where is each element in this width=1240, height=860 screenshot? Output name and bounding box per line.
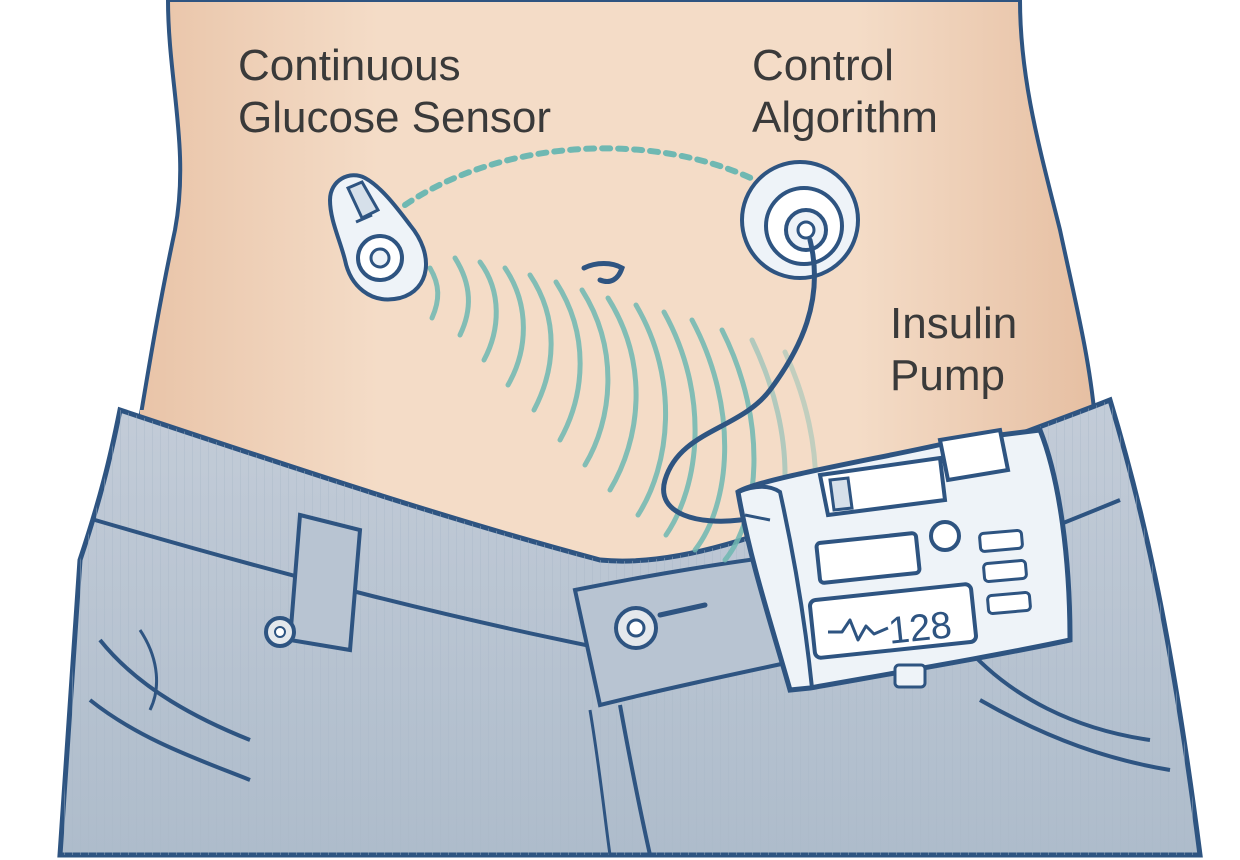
pump-screen xyxy=(808,582,978,660)
label-line: Continuous xyxy=(238,41,461,90)
label-continuous-glucose-sensor: Continuous Glucose Sensor xyxy=(238,40,551,144)
label-line: Algorithm xyxy=(752,93,938,142)
label-line: Glucose Sensor xyxy=(238,93,552,142)
label-line: Control xyxy=(752,41,894,90)
pump-button-3 xyxy=(986,591,1032,615)
glucose-trend-icon xyxy=(828,618,889,642)
label-control-algorithm: Control Algorithm xyxy=(752,40,938,144)
insulin-tubing xyxy=(661,237,817,524)
navel-icon xyxy=(581,261,626,284)
pump-glucose-value: 128 xyxy=(886,604,953,652)
label-line: Pump xyxy=(890,351,1005,400)
insulin-pump-device: 128 xyxy=(735,427,1073,693)
pump-button-1 xyxy=(978,528,1024,553)
label-insulin-pump: Insulin Pump xyxy=(890,298,1017,402)
label-line: Insulin xyxy=(890,299,1018,348)
sensor-to-algorithm-link xyxy=(402,145,758,208)
glucose-sensor-device xyxy=(327,173,428,302)
control-algorithm-device xyxy=(740,160,860,280)
pump-button-round-icon xyxy=(929,520,961,552)
pump-button-2 xyxy=(982,559,1028,583)
